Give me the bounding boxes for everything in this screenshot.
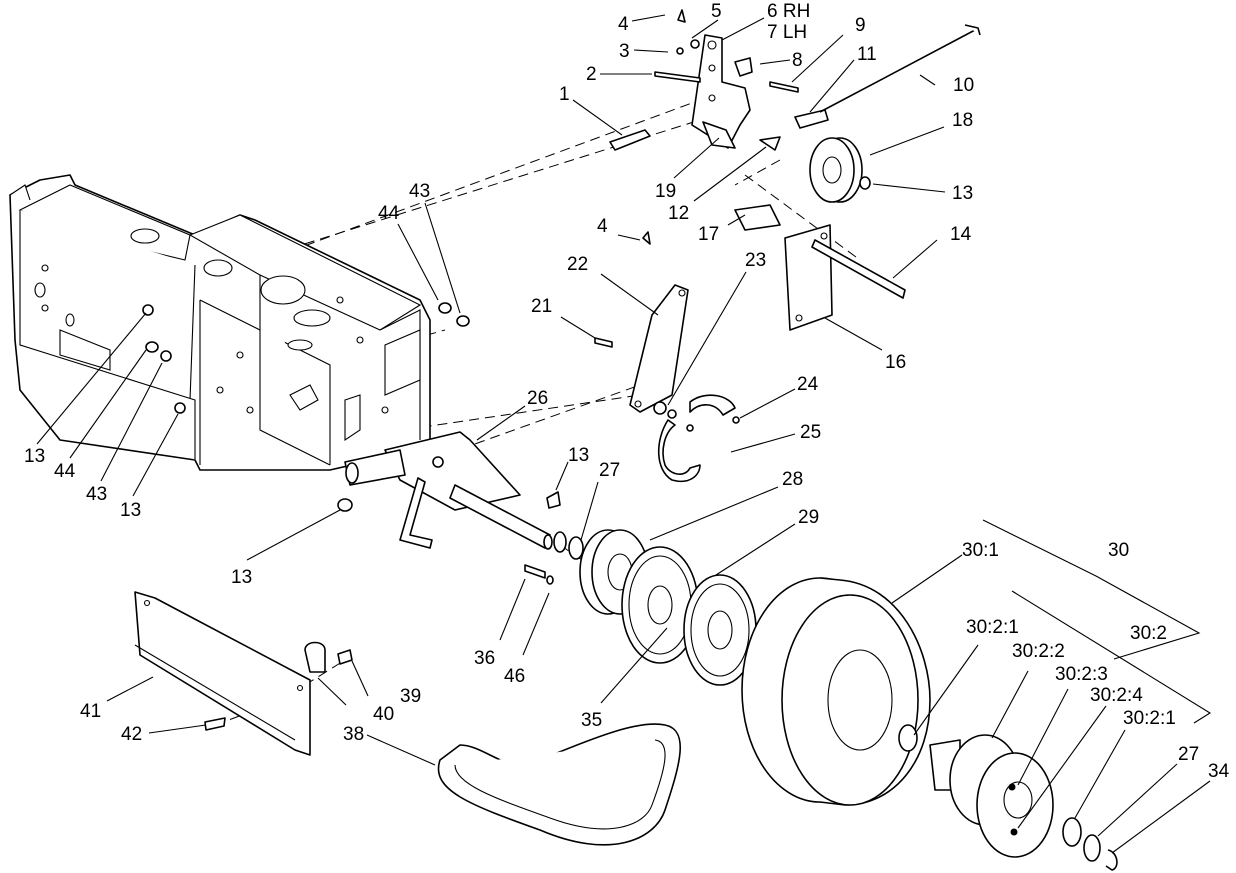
callout-6: 6 RH — [767, 1, 810, 22]
callout-21: 21 — [531, 296, 552, 317]
callout-30-2-1a: 30:2:1 — [966, 617, 1019, 638]
callout-labels: 1 2 3 4 5 6 RH 7 LH 8 9 11 10 18 13 19 1… — [24, 1, 1230, 782]
idler-plate — [734, 204, 906, 331]
callout-30-2-2: 30:2:2 — [1012, 641, 1065, 662]
chassis-frame — [9, 174, 431, 471]
callout-27b: 27 — [1178, 744, 1199, 765]
callout-9: 9 — [855, 15, 866, 36]
drive-belt — [437, 723, 682, 846]
callout-5: 5 — [711, 1, 722, 22]
callout-23: 23 — [745, 250, 766, 271]
wheel-hub — [929, 734, 1118, 871]
callout-43b: 43 — [409, 181, 430, 202]
callout-29: 29 — [798, 507, 819, 528]
pivot-shaft-assembly — [337, 431, 561, 550]
drive-pulleys — [524, 529, 757, 686]
callout-4b: 4 — [597, 216, 608, 237]
callout-30-2-4: 30:2:4 — [1090, 685, 1143, 706]
callout-27: 27 — [599, 460, 620, 481]
callout-30-2-3: 30:2:3 — [1055, 664, 1108, 685]
callout-2: 2 — [586, 64, 597, 85]
callout-4: 4 — [618, 14, 629, 35]
callout-22: 22 — [567, 254, 588, 275]
callout-30-1: 30:1 — [962, 540, 999, 561]
callout-46: 46 — [504, 666, 525, 687]
callout-42: 42 — [121, 724, 142, 745]
callout-44: 44 — [54, 461, 76, 482]
callout-35: 35 — [581, 710, 602, 731]
callout-13b: 13 — [568, 445, 589, 466]
callout-30-2: 30:2 — [1130, 623, 1167, 644]
callout-44b: 44 — [378, 203, 400, 224]
callout-25: 25 — [800, 422, 821, 443]
callout-8: 8 — [792, 50, 803, 71]
wheel-tire — [741, 577, 931, 806]
callout-10: 10 — [953, 75, 974, 96]
callout-3: 3 — [619, 41, 630, 62]
callout-13c: 13 — [231, 567, 252, 588]
frame-hardware — [142, 302, 470, 414]
callout-17: 17 — [698, 224, 719, 245]
callout-16: 16 — [885, 352, 906, 373]
callout-34: 34 — [1208, 761, 1230, 782]
callout-36: 36 — [474, 648, 495, 669]
callout-14: 14 — [950, 224, 972, 245]
callout-1: 1 — [559, 84, 570, 105]
callout-41: 41 — [80, 701, 101, 722]
callout-7: 7 LH — [767, 22, 807, 43]
callout-43: 43 — [86, 484, 107, 505]
callout-11: 11 — [857, 44, 877, 65]
callout-13e: 13 — [120, 500, 141, 521]
callout-18: 18 — [952, 110, 973, 131]
idler-bracket-assembly — [609, 9, 981, 151]
belt-guard — [134, 591, 353, 756]
callout-30: 30 — [1108, 540, 1129, 561]
brake-arm — [594, 231, 689, 413]
idler-pulley — [809, 137, 871, 203]
callout-24: 24 — [797, 374, 819, 395]
callout-12: 12 — [668, 203, 689, 224]
callout-40: 40 — [373, 704, 394, 725]
callout-39: 39 — [400, 686, 421, 707]
callout-38: 38 — [343, 724, 364, 745]
brake-band — [653, 394, 740, 483]
callout-19: 19 — [655, 181, 676, 202]
callout-30-2-1b: 30:2:1 — [1123, 708, 1176, 729]
callout-13d: 13 — [24, 446, 45, 467]
callout-26: 26 — [527, 388, 548, 409]
callout-13: 13 — [952, 183, 973, 204]
callout-leaders — [36, 14, 1212, 854]
callout-28: 28 — [782, 469, 803, 490]
